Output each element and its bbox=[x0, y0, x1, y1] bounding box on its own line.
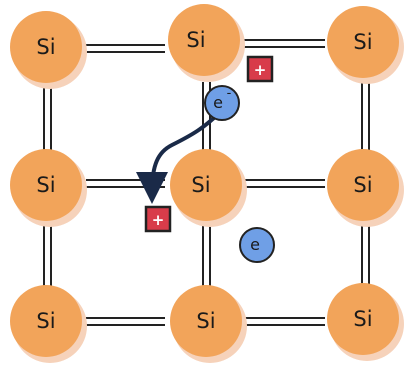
si-label: Si bbox=[353, 173, 372, 197]
si-label: Si bbox=[36, 173, 55, 197]
si-atom-r1-c2: Si bbox=[327, 149, 404, 227]
electron-path-arrow bbox=[136, 108, 224, 204]
si-atom-r0-c2: Si bbox=[327, 6, 404, 84]
si-atom-r1-c1: Si bbox=[170, 149, 247, 227]
si-atom-r1-c0: Si bbox=[10, 149, 87, 227]
hole-lower: + bbox=[144, 205, 172, 233]
si-label: Si bbox=[353, 30, 372, 54]
si-label: Si bbox=[36, 309, 55, 333]
hole-sign: + bbox=[254, 61, 267, 79]
si-atom-r0-c1: Si bbox=[168, 4, 245, 82]
hole-upper: + bbox=[246, 55, 274, 83]
si-label: Si bbox=[191, 173, 210, 197]
covalent-bonds bbox=[43, 39, 370, 326]
si-label: Si bbox=[196, 309, 215, 333]
electron-label: e bbox=[250, 235, 260, 254]
hole-sign: + bbox=[152, 211, 165, 229]
si-atom-r2-c0: Si bbox=[10, 285, 87, 363]
electron-moving: e - bbox=[204, 85, 240, 121]
si-label: Si bbox=[186, 28, 205, 52]
electron-free: e bbox=[239, 227, 275, 263]
si-atom-r0-c0: Si bbox=[10, 11, 87, 89]
electron-charge: - bbox=[227, 86, 232, 101]
electron-label: e bbox=[213, 93, 223, 112]
si-atom-r2-c2: Si bbox=[327, 283, 404, 361]
silicon-atoms: Si Si Si Si Si Si bbox=[10, 4, 404, 363]
si-label: Si bbox=[36, 35, 55, 59]
si-label: Si bbox=[353, 307, 372, 331]
si-atom-r2-c1: Si bbox=[170, 285, 247, 363]
